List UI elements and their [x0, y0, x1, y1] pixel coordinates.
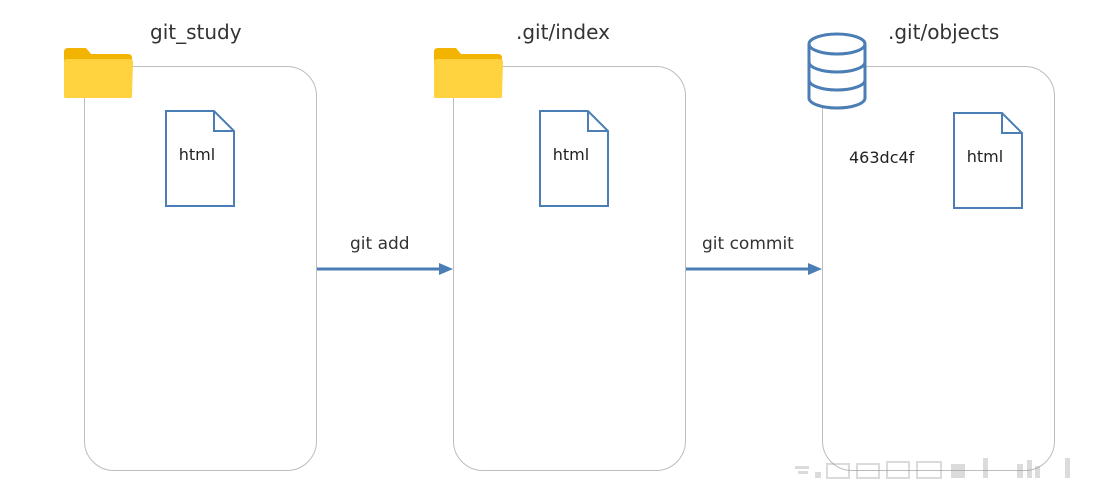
file-label: html: [552, 145, 590, 164]
file-label: html: [178, 145, 216, 164]
panel-title-git-objects: .git/objects: [888, 20, 1000, 44]
panel-title-git-index: .git/index: [516, 20, 610, 44]
object-hash: 463dc4f: [849, 148, 915, 167]
html-file-icon: html: [953, 112, 1023, 209]
arrow-label-git-commit: git commit: [702, 234, 794, 254]
arrow-label-git-add: git add: [350, 234, 410, 254]
database-icon: [805, 32, 869, 116]
folder-icon: [62, 46, 134, 104]
panel-title-git-study: git_study: [150, 20, 242, 44]
watermark: [795, 456, 1095, 486]
git-add-arrow: [317, 261, 455, 280]
folder-icon: [432, 46, 504, 104]
html-file-icon: html: [165, 110, 235, 207]
html-file-icon: html: [539, 110, 609, 207]
git-commit-arrow: [686, 261, 824, 280]
file-label: html: [966, 147, 1004, 166]
